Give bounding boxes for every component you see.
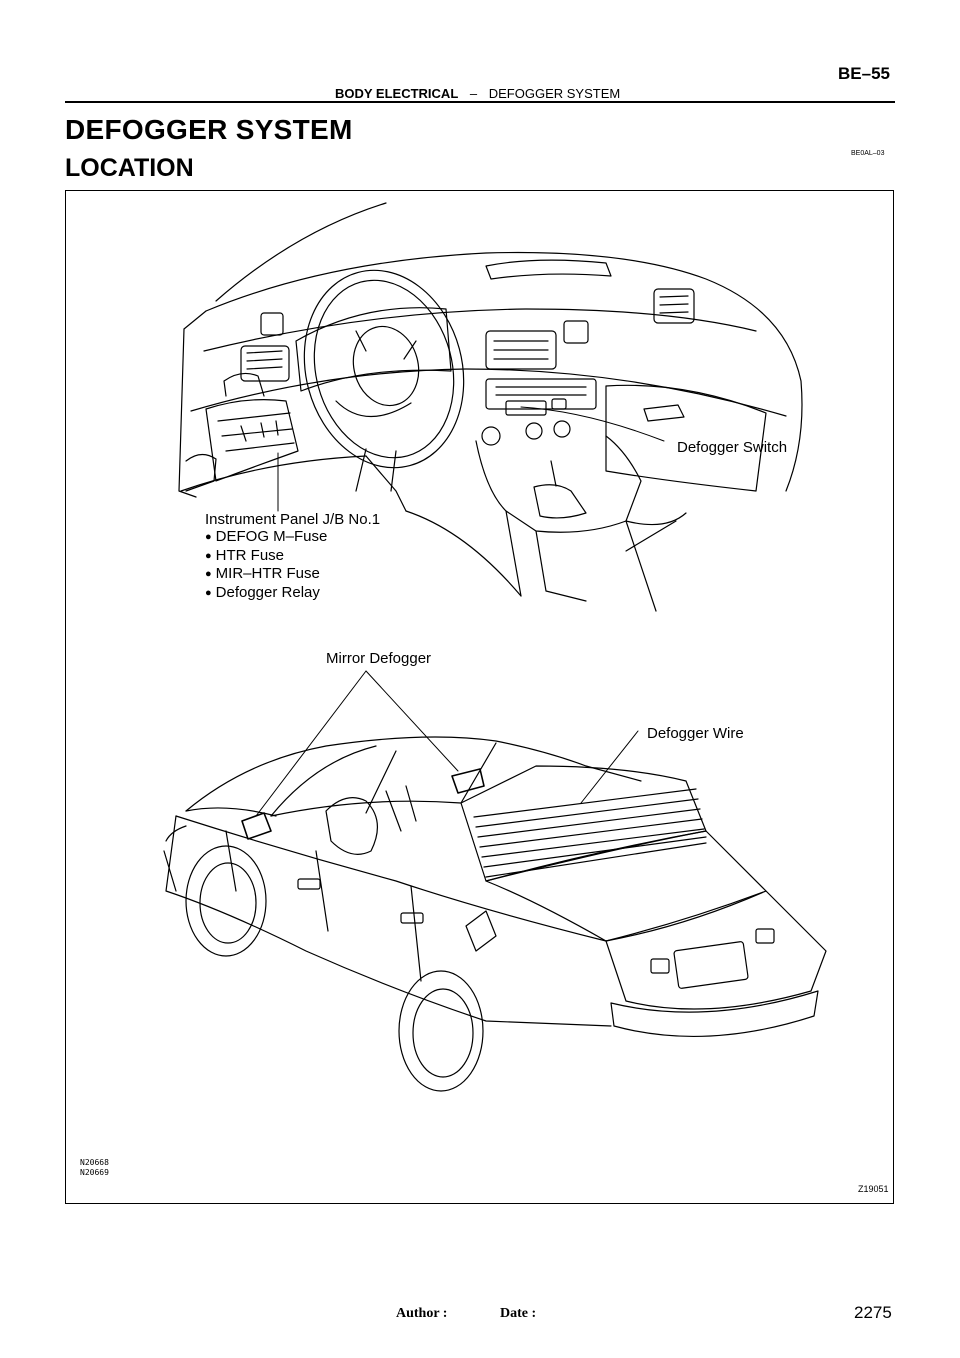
page-code: BE–55 — [838, 64, 890, 83]
part-code: N20669 — [80, 1168, 109, 1177]
jb-item: DEFOG M–Fuse — [205, 528, 380, 547]
header-rule — [65, 101, 895, 103]
header-section: BODY ELECTRICAL — [335, 86, 459, 101]
label-defogger-wire: Defogger Wire — [647, 725, 744, 742]
vehicle-drawing — [163, 670, 827, 1092]
page-title: DEFOGGER SYSTEM — [65, 114, 353, 145]
jb-title: Instrument Panel J/B No.1 — [205, 511, 381, 528]
part-codes: N20668 N20669 — [80, 1158, 109, 1178]
label-defogger-switch: Defogger Switch — [677, 439, 788, 456]
footer-author-label: Author : — [396, 1306, 448, 1321]
footer-page-number: 2275 — [854, 1303, 892, 1322]
footer-date-label: Date : — [500, 1306, 537, 1321]
label-junction-block: Instrument Panel J/B No.1 DEFOG M–Fuse H… — [205, 511, 380, 602]
header-subsection: DEFOGGER SYSTEM — [488, 86, 621, 101]
location-illustration — [163, 202, 827, 1092]
jb-items: DEFOG M–Fuse HTR Fuse MIR–HTR Fuse Defog… — [205, 528, 380, 602]
jb-item: Defogger Relay — [205, 584, 380, 603]
header-separator: – — [469, 86, 478, 101]
location-figure: Defogger Switch Instrument Panel J/B No.… — [65, 190, 894, 1204]
dashboard-drawing — [178, 202, 803, 612]
jb-item: HTR Fuse — [205, 547, 380, 566]
jb-item: MIR–HTR Fuse — [205, 565, 380, 584]
running-header: BODY ELECTRICAL – DEFOGGER SYSTEM — [335, 86, 620, 101]
figure-code: Z19051 — [858, 1184, 889, 1194]
section-title: LOCATION — [65, 154, 194, 182]
label-mirror-defogger: Mirror Defogger — [326, 650, 432, 667]
part-code: N20668 — [80, 1158, 109, 1167]
doc-code: BE0AL–03 — [851, 150, 885, 157]
